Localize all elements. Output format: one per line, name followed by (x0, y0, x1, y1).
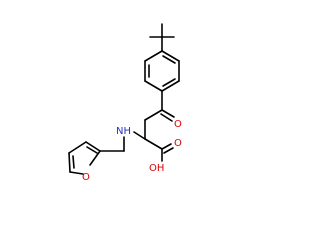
ring-bond-4 (144, 80, 163, 92)
ring-bond-6 (144, 50, 163, 62)
bond-alpha-carboxyl (144, 138, 163, 150)
bond-carboxyl-o-1 (161, 143, 172, 150)
furan-bond-c2-o (89, 150, 101, 166)
amine-group: NH (99, 126, 146, 152)
furan-bond-c4-c3 (68, 141, 87, 154)
ring-bond-3 (161, 80, 180, 92)
acid-hydroxyl-label: OH (149, 163, 164, 174)
ketone-oxygen-label: O (174, 119, 182, 130)
furan-bond-c5-c4 (68, 152, 71, 173)
bond-carbonyl-o-2 (160, 113, 173, 122)
furan-ring: O (68, 141, 101, 183)
furan-double-inner-2 (86, 146, 98, 154)
tert-butyl-group (149, 23, 175, 52)
furan-bond-o-c5 (69, 171, 84, 175)
furan-bond-c3-c2 (85, 141, 101, 152)
amine-nh-label: NH (116, 126, 131, 137)
ring-double-inner-1 (162, 55, 176, 64)
bond-alpha-nh (133, 131, 146, 140)
carboxylic-acid-group: O OH (144, 138, 182, 174)
ketone-group: O (160, 90, 182, 130)
molecule-svg: O O OH NH O (68, 23, 182, 183)
bond-carbonyl-o-1 (161, 109, 175, 118)
bond-carboxyl-o-2 (163, 147, 174, 154)
backbone-chain (144, 109, 163, 140)
bond-carbonyl-ch2 (144, 109, 163, 121)
benzene-ring (144, 50, 180, 92)
furan-double-inner-1 (72, 155, 75, 169)
structure-diagram: O O OH NH O (68, 23, 182, 183)
ring-double-inner-2 (162, 78, 176, 87)
furan-oxygen-label: O (82, 172, 90, 183)
acid-carbonyl-oxygen-label: O (174, 138, 182, 149)
ring-bond-1 (161, 50, 180, 62)
